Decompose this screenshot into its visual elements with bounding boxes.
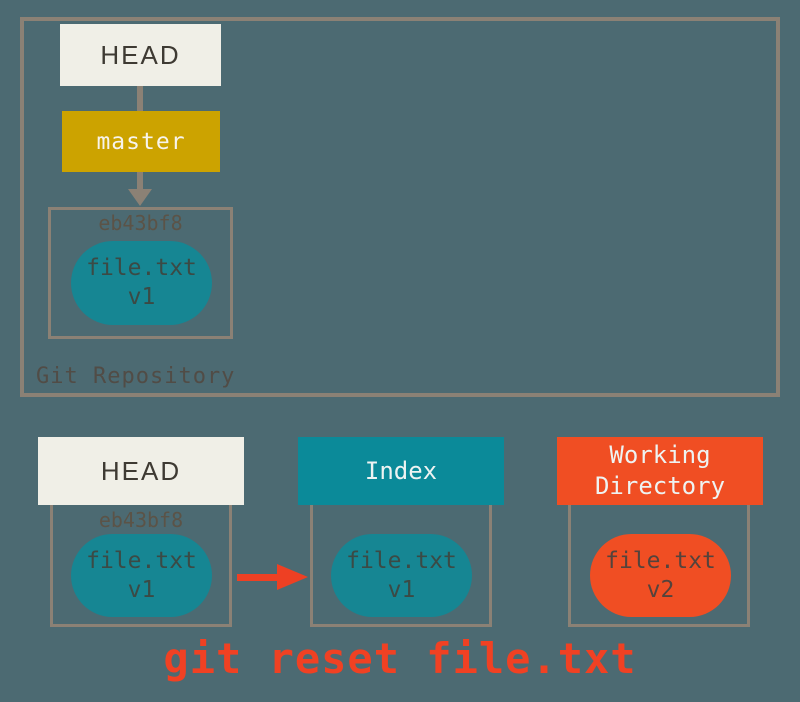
- head-column-title: HEAD: [100, 455, 182, 486]
- file-name: file.txt: [86, 547, 197, 574]
- file-name: file.txt: [605, 547, 716, 574]
- repo-head-box: HEAD: [60, 24, 221, 86]
- repo-head-label: HEAD: [100, 39, 181, 70]
- head-column-box: [50, 505, 232, 627]
- working-directory-column-title: Working Directory: [594, 441, 726, 500]
- commit-file-node: file.txt v1: [71, 241, 212, 325]
- arrow-down-icon: [128, 189, 152, 206]
- file-version: v1: [127, 284, 156, 310]
- index-column-title: Index: [364, 456, 438, 485]
- head-to-master-line: [137, 86, 143, 111]
- file-version: v1: [387, 576, 416, 603]
- master-to-commit-line: [137, 172, 143, 190]
- head-column-hash: eb43bf8: [98, 508, 184, 532]
- arrow-right-icon: [277, 564, 308, 590]
- file-name: file.txt: [346, 547, 457, 574]
- head-column-header: HEAD: [38, 437, 244, 505]
- head-file-node: file.txt v1: [71, 534, 212, 617]
- working-directory-file-node: file.txt v2: [590, 534, 731, 617]
- reset-arrow-shaft: [237, 574, 279, 581]
- master-branch-box: master: [62, 111, 220, 172]
- commit-box: [48, 207, 233, 339]
- file-name: file.txt: [86, 255, 197, 281]
- file-version: v2: [646, 576, 675, 603]
- index-column-header: Index: [298, 437, 504, 505]
- index-column-box: [310, 505, 492, 627]
- master-branch-label: master: [96, 128, 186, 155]
- commit-hash: eb43bf8: [98, 211, 183, 235]
- index-file-node: file.txt v1: [331, 534, 472, 617]
- file-version: v1: [127, 576, 156, 603]
- working-directory-column-header: Working Directory: [557, 437, 763, 505]
- git-repository-label: Git Repository: [36, 364, 236, 389]
- git-repository-box: [20, 17, 780, 397]
- command-caption: git reset file.txt: [163, 634, 637, 683]
- working-directory-column-box: [568, 505, 750, 627]
